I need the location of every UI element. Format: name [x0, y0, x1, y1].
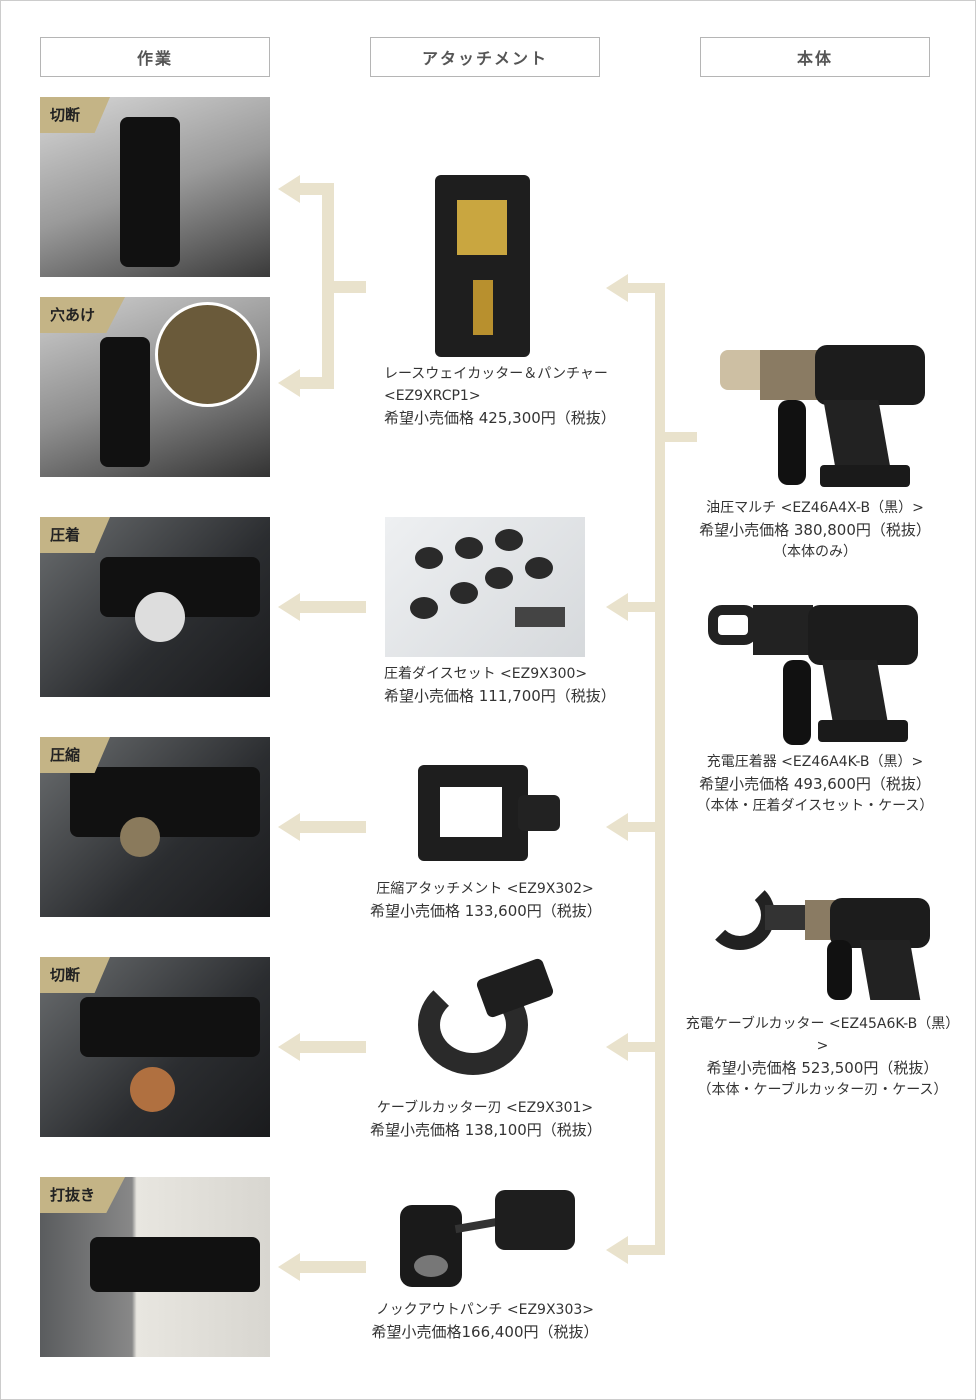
- task-photo-cutting: 切断: [40, 97, 270, 277]
- attachment-caption-knockout: ノックアウトパンチ <EZ9X303> 希望小売価格166,400円（税抜）: [370, 1299, 600, 1343]
- task-photo-compression: 圧縮: [40, 737, 270, 917]
- crimping-tool-image: [708, 600, 930, 745]
- hydraulic-multi-tool-image: [720, 340, 930, 490]
- attachment-price: 希望小売価格166,400円（税抜）: [371, 1323, 599, 1341]
- raceway-cutter-image: [435, 175, 530, 357]
- attachment-caption-raceway: レースウェイカッター＆パンチャー <EZ9XRCP1> 希望小売価格 425,3…: [384, 363, 616, 429]
- attachment-price: 希望小売価格 133,600円（税抜）: [370, 902, 602, 920]
- attachment-name: ノックアウトパンチ <EZ9X303>: [376, 1302, 594, 1318]
- body-caption-hydraulic-multi: 油圧マルチ <EZ46A4X-B（黒）> 希望小売価格 380,800円（税抜）…: [690, 497, 940, 563]
- body-note: （本体・ケーブルカッター刃・ケース）: [697, 1082, 948, 1098]
- body-note: （本体・圧着ダイスセット・ケース）: [696, 798, 934, 814]
- body-price: 希望小売価格 523,500円（税抜）: [706, 1059, 939, 1077]
- task-photo-cable-cutting: 切断: [40, 957, 270, 1137]
- attachment-price: 希望小売価格 138,100円（税抜）: [370, 1121, 602, 1139]
- attachment-price: 希望小売価格 111,700円（税抜）: [384, 687, 616, 705]
- cable-cutter-tool-image: [705, 880, 930, 1002]
- task-label: 圧縮: [40, 737, 111, 773]
- body-name: 充電ケーブルカッター <EZ45A6K-B（黒）>: [685, 1016, 960, 1054]
- body-price: 希望小売価格 493,600円（税抜）: [699, 775, 931, 793]
- header-attachment: アタッチメント: [370, 37, 600, 77]
- attachment-model: <EZ9XRCP1>: [384, 388, 481, 404]
- task-label: 切断: [40, 97, 111, 133]
- knockout-punch-head: [495, 1190, 575, 1250]
- body-caption-cable-cutter: 充電ケーブルカッター <EZ45A6K-B（黒）> 希望小売価格 523,500…: [680, 1013, 965, 1101]
- header-body: 本体: [700, 37, 930, 77]
- crimp-die-set-image: [385, 517, 585, 657]
- task-photo-drilling: 穴あけ: [40, 297, 270, 477]
- attachment-caption-cable-cutter: ケーブルカッター刃 <EZ9X301> 希望小売価格 138,100円（税抜）: [370, 1097, 602, 1141]
- attachment-price: 希望小売価格 425,300円（税抜）: [384, 409, 616, 427]
- body-price: 希望小売価格 380,800円（税抜）: [699, 521, 931, 539]
- body-note: （本体のみ）: [773, 544, 857, 560]
- compression-attachment-image: [418, 765, 560, 861]
- task-photo-crimping: 圧着: [40, 517, 270, 697]
- attachment-name: ケーブルカッター刃 <EZ9X301>: [376, 1100, 594, 1116]
- task-photo-punching: 打抜き: [40, 1177, 270, 1357]
- attachment-caption-die-set: 圧着ダイスセット <EZ9X300> 希望小売価格 111,700円（税抜）: [384, 663, 616, 707]
- body-name: 充電圧着器 <EZ46A4K-B（黒）>: [706, 754, 924, 770]
- knockout-punch-image: [400, 1205, 462, 1287]
- task-label: 穴あけ: [40, 297, 126, 333]
- attachment-name: レースウェイカッター＆パンチャー: [384, 366, 608, 382]
- body-name: 油圧マルチ <EZ46A4X-B（黒）>: [706, 500, 924, 516]
- header-work: 作業: [40, 37, 270, 77]
- attachment-caption-compression: 圧縮アタッチメント <EZ9X302> 希望小売価格 133,600円（税抜）: [370, 878, 602, 922]
- body-caption-crimping-tool: 充電圧着器 <EZ46A4K-B（黒）> 希望小売価格 493,600円（税抜）…: [690, 751, 940, 817]
- attachment-name: 圧縮アタッチメント <EZ9X302>: [376, 881, 594, 897]
- attachment-name: 圧着ダイスセット <EZ9X300>: [384, 666, 588, 682]
